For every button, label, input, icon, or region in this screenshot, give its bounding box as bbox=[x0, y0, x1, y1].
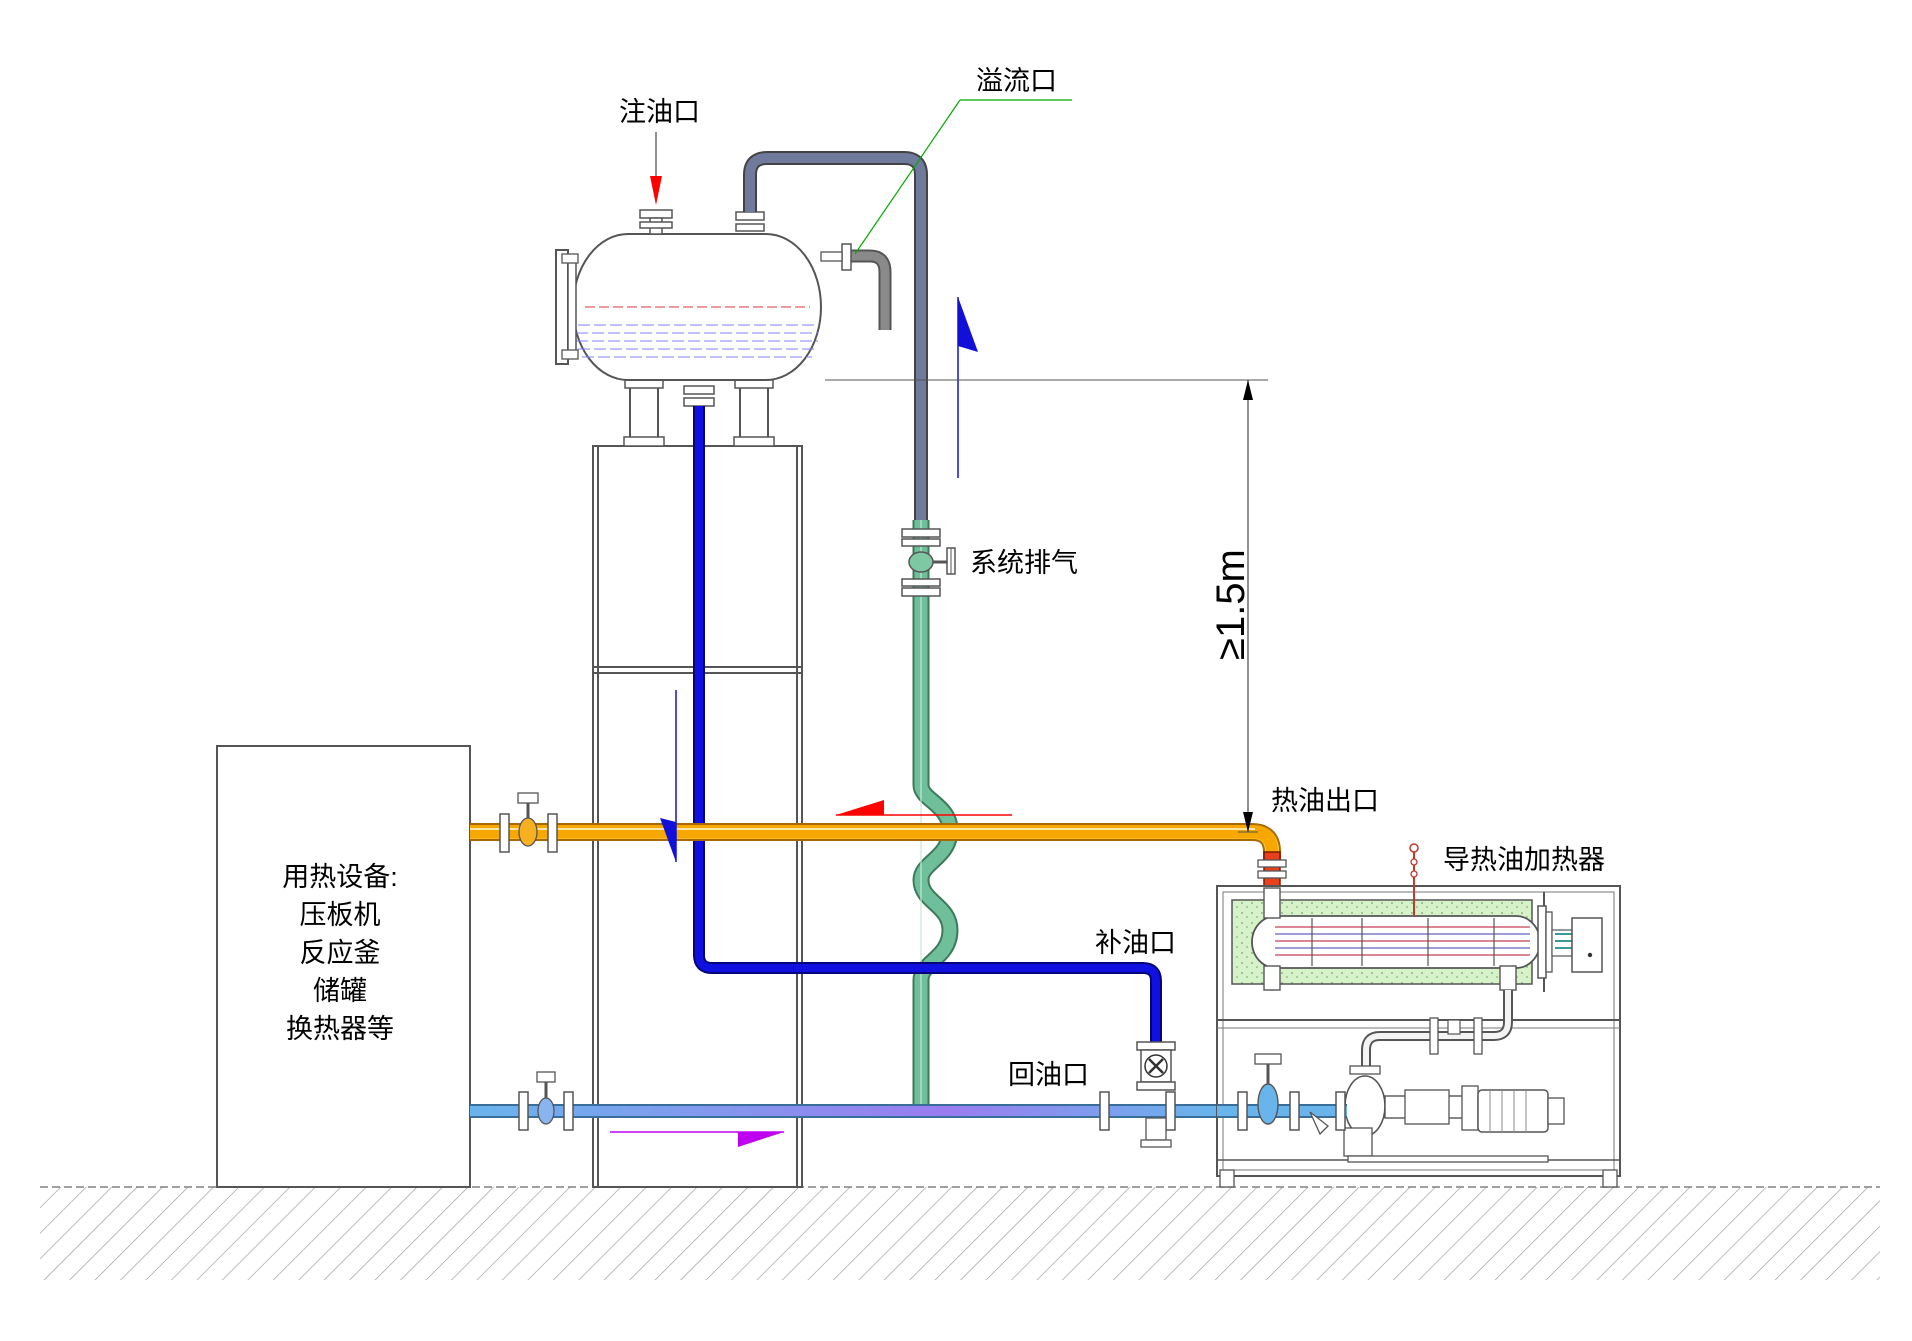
overflow-pipe bbox=[743, 151, 928, 520]
return-oil-port-label: 回油口 bbox=[1008, 1060, 1089, 1090]
overflow-elbow bbox=[820, 243, 892, 330]
equipment-item: 换热器等 bbox=[286, 1014, 394, 1044]
makeup-oil-pipe bbox=[693, 406, 1162, 1048]
vent-pipe bbox=[912, 520, 959, 1108]
system-vent-label: 系统排气 bbox=[970, 548, 1078, 578]
overflow-port-label: 溢流口 bbox=[976, 66, 1057, 96]
equipment-item: 压板机 bbox=[300, 900, 381, 930]
equipment-item: 储罐 bbox=[313, 976, 367, 1006]
height-requirement-label: ≥1.5m bbox=[1209, 549, 1253, 660]
ground bbox=[40, 1186, 1880, 1280]
makeup-oil-port-label: 补油口 bbox=[1095, 928, 1176, 958]
oil-fill-port-label: 注油口 bbox=[619, 97, 700, 127]
equipment-item: 反应釜 bbox=[300, 938, 381, 968]
heater-name-label: 导热油加热器 bbox=[1443, 845, 1605, 875]
makeup-oil-filter bbox=[1136, 1041, 1176, 1148]
flow-arrows bbox=[610, 132, 1012, 1147]
equipment-label: 用热设备: 压板机 反应釜 储罐 换热器等 bbox=[282, 862, 398, 1044]
heat-using-equipment bbox=[216, 745, 471, 1188]
expansion-tank bbox=[555, 209, 822, 447]
system-vent-valve bbox=[901, 528, 956, 597]
leader-lines bbox=[854, 99, 1072, 255]
thermal-oil-heater bbox=[1216, 843, 1621, 1188]
equipment-title: 用热设备: bbox=[282, 862, 398, 892]
height-dimension bbox=[825, 379, 1268, 833]
hot-oil-outlet-label: 热油出口 bbox=[1271, 786, 1379, 816]
